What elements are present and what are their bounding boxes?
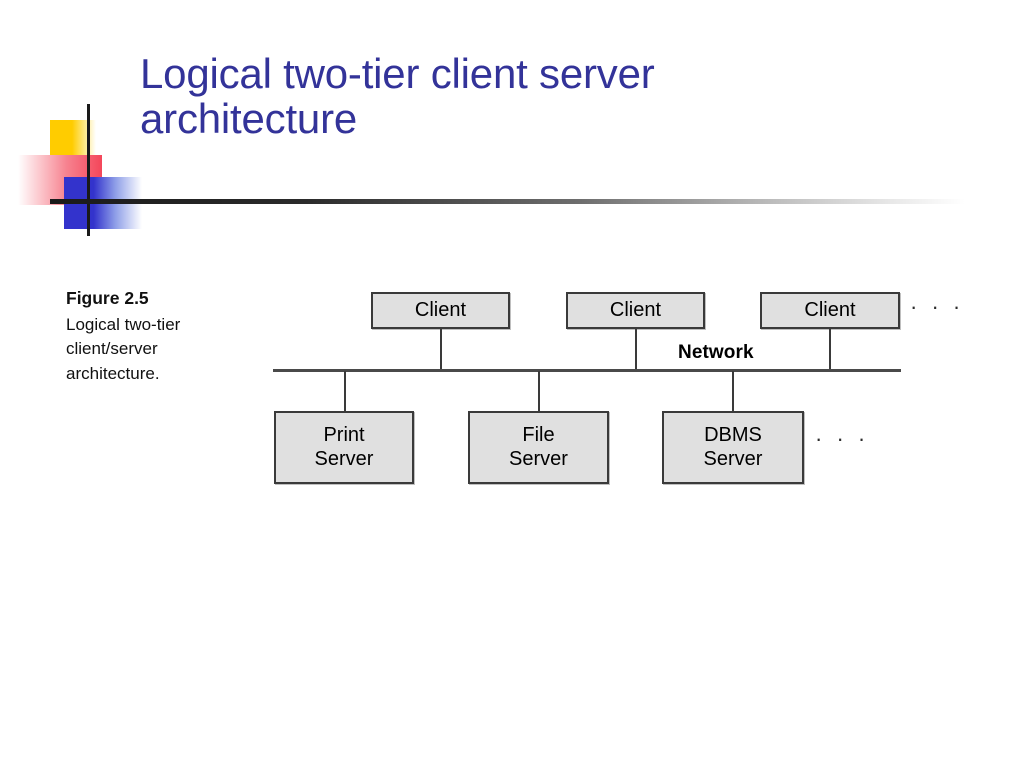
- node-client-2[interactable]: Client: [566, 292, 705, 329]
- figure-label: Figure 2.5: [66, 288, 149, 308]
- connector-print-server: [344, 371, 346, 412]
- node-dbms-server[interactable]: DBMS Server: [662, 411, 804, 484]
- connector-dbms-server: [732, 371, 734, 412]
- node-print-server[interactable]: Print Server: [274, 411, 414, 484]
- connector-client-2: [635, 329, 637, 370]
- figure-caption: Figure 2.5 Logical two-tier client/serve…: [66, 286, 251, 387]
- page-title: Logical two-tier client server architect…: [140, 50, 655, 142]
- connector-file-server: [538, 371, 540, 412]
- network-label: Network: [678, 342, 754, 363]
- client-row-ellipsis: · · ·: [910, 294, 965, 319]
- title-divider-rule: [50, 199, 965, 204]
- decoration-vertical-line: [87, 104, 90, 236]
- node-file-server[interactable]: File Server: [468, 411, 609, 484]
- figure-description: Logical two-tier client/server architect…: [66, 314, 181, 384]
- node-client-1[interactable]: Client: [371, 292, 510, 329]
- server-row-ellipsis: · · ·: [815, 426, 870, 451]
- network-bus-line: [273, 369, 901, 372]
- node-client-3[interactable]: Client: [760, 292, 900, 329]
- connector-client-1: [440, 329, 442, 370]
- connector-client-3: [829, 329, 831, 370]
